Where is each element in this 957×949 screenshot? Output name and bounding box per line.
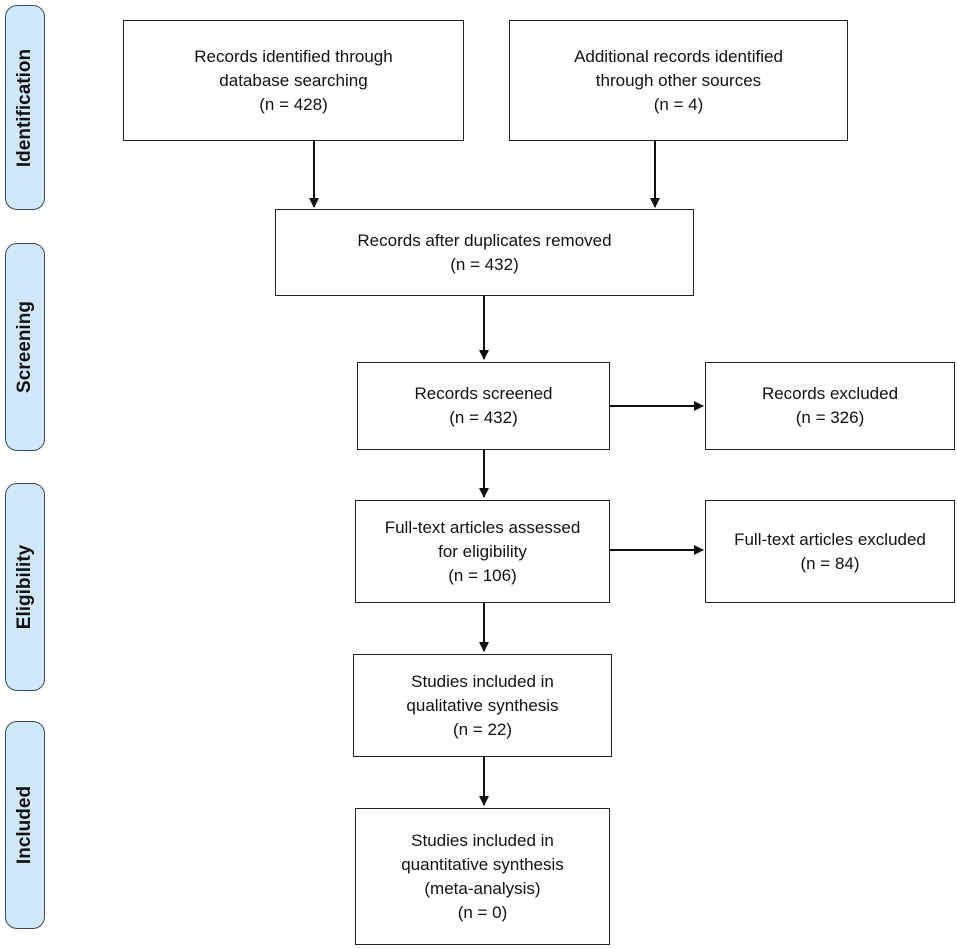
box-other-line3: (n = 4) xyxy=(653,94,704,114)
box-fulltext-excluded-line1: Full-text articles excluded xyxy=(734,529,926,549)
box-database-line2: database searching xyxy=(219,70,368,90)
box-fulltext-line2: for eligibility xyxy=(438,541,527,561)
box-quantitative-synthesis: Studies included in quantitative synthes… xyxy=(355,808,610,945)
box-quantitative-line2: quantitative synthesis xyxy=(401,854,564,874)
box-qualitative-synthesis: Studies included in qualitative synthesi… xyxy=(353,654,612,757)
box-qualitative-line1: Studies included in xyxy=(411,671,554,691)
box-qualitative-line3: (n = 22) xyxy=(452,719,513,739)
box-dedup-line2: (n = 432) xyxy=(450,254,519,274)
box-fulltext-excluded: Full-text articles excluded (n = 84) xyxy=(705,500,955,603)
box-qualitative-line2: qualitative synthesis xyxy=(406,695,559,715)
box-fulltext-line1: Full-text articles assessed xyxy=(384,517,581,537)
box-screened-line1: Records screened xyxy=(414,384,553,403)
box-database-search: Records identified through database sear… xyxy=(123,20,464,141)
box-quantitative-line4: (n = 0) xyxy=(457,902,508,922)
box-quantitative-line3: (meta-analysis) xyxy=(424,878,541,898)
box-excluded-line2: (n = 326) xyxy=(795,408,865,427)
stage-screening: Screening xyxy=(5,243,45,451)
box-fulltext-assessed: Full-text articles assessed for eligibil… xyxy=(355,500,610,603)
box-records-excluded: Records excluded (n = 326) xyxy=(705,362,955,450)
box-database-line1: Records identified through xyxy=(194,46,393,66)
stage-identification: Identification xyxy=(5,5,45,210)
box-other-line2: through other sources xyxy=(595,70,762,90)
stage-eligibility: Eligibility xyxy=(5,483,45,691)
box-screened-line2: (n = 432) xyxy=(449,408,518,427)
box-fulltext-line3: (n = 106) xyxy=(448,565,517,585)
box-duplicates-removed: Records after duplicates removed (n = 43… xyxy=(275,209,694,296)
stage-included: Included xyxy=(5,721,45,929)
box-other-sources: Additional records identified through ot… xyxy=(509,20,848,141)
box-other-line1: Additional records identified xyxy=(574,46,783,66)
box-dedup-line1: Records after duplicates removed xyxy=(357,230,612,250)
box-quantitative-line1: Studies included in xyxy=(411,830,554,850)
box-records-screened: Records screened (n = 432) xyxy=(357,362,610,450)
box-database-line3: (n = 428) xyxy=(259,94,328,114)
box-fulltext-excluded-line2: (n = 84) xyxy=(800,553,860,573)
box-excluded-line1: Records excluded xyxy=(761,384,899,403)
